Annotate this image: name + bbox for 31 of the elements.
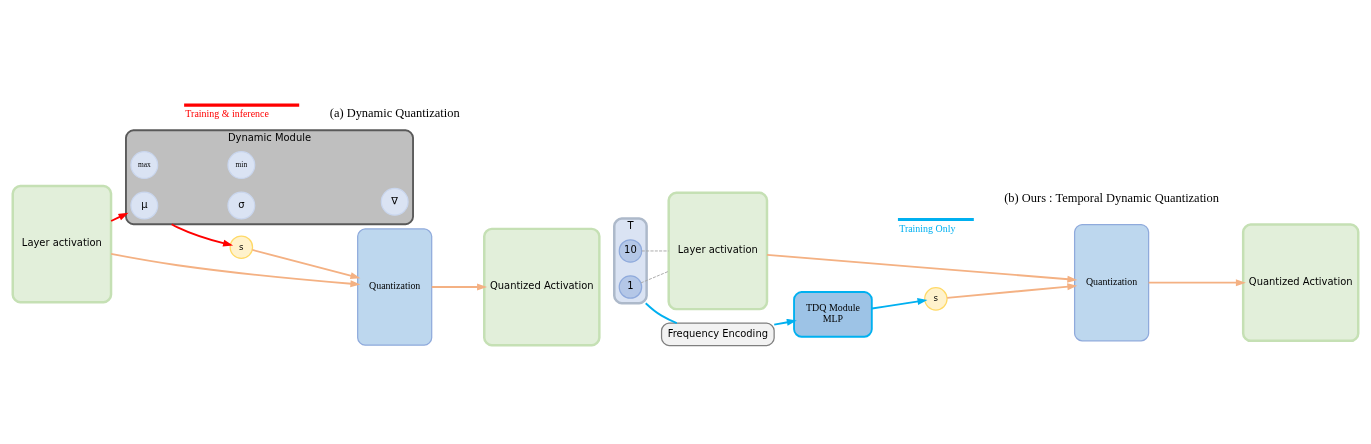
arrow bbox=[1147, 278, 1246, 286]
arrow bbox=[110, 212, 129, 222]
arrow bbox=[110, 252, 361, 287]
node-circle: s bbox=[924, 286, 948, 311]
arrow bbox=[251, 248, 361, 279]
legend-label: Training Only bbox=[899, 222, 956, 234]
legend-label: Training & inference bbox=[185, 107, 269, 119]
node-box: Quantization bbox=[1074, 223, 1150, 341]
label: (b) Ours : Temporal Dynamic Quantization bbox=[1004, 190, 1219, 205]
node-box: Layer activation bbox=[11, 184, 113, 304]
node-box: Quantized Activation bbox=[483, 227, 601, 346]
node-box: Frequency Encoding bbox=[660, 322, 775, 346]
arrow bbox=[170, 222, 234, 247]
connector bbox=[640, 270, 670, 283]
arrow bbox=[430, 283, 488, 291]
arrow bbox=[946, 282, 1078, 299]
node-circle: 10 bbox=[618, 238, 643, 263]
node-box: TDQ Module MLP bbox=[793, 290, 873, 338]
arrow bbox=[871, 297, 928, 309]
node-box: Quantization bbox=[357, 227, 433, 346]
arrow bbox=[773, 318, 797, 326]
node-circle: σ bbox=[227, 191, 256, 220]
arrow bbox=[766, 253, 1078, 283]
node-box: Quantized Activation bbox=[1241, 222, 1360, 342]
node-circle: s bbox=[229, 234, 254, 259]
node-circle: 1 bbox=[618, 274, 643, 299]
connector bbox=[641, 250, 670, 251]
label: (a) Dynamic Quantization bbox=[329, 105, 460, 120]
node-box: Layer activation bbox=[667, 191, 769, 310]
node-circle: ∇ bbox=[380, 187, 409, 216]
node-circle: μ bbox=[130, 191, 159, 220]
